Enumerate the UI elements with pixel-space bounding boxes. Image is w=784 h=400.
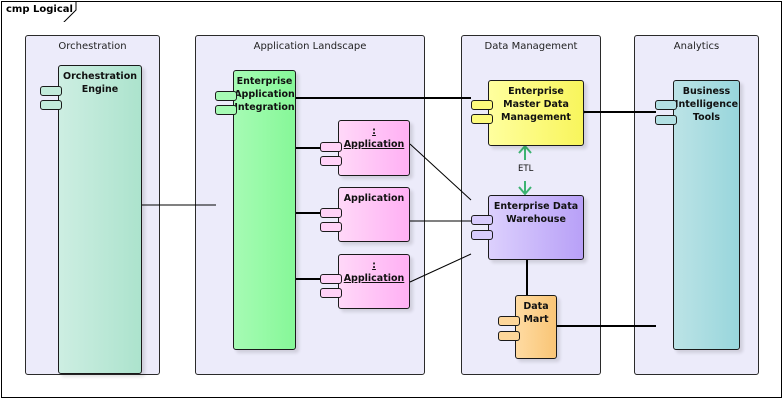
port[interactable] xyxy=(215,91,237,101)
component-data-mart[interactable]: Data Mart xyxy=(515,295,557,359)
port[interactable] xyxy=(655,115,677,125)
connector-app3-edw[interactable] xyxy=(409,253,472,283)
component-name: Data Mart xyxy=(523,301,549,325)
package-title: Data Management xyxy=(484,41,578,52)
connector-app1-edw[interactable] xyxy=(409,143,472,201)
port[interactable] xyxy=(320,156,342,166)
component-orchestration-engine[interactable]: Orchestration Engine xyxy=(58,65,142,374)
component-enterprise-data-warehouse[interactable]: Enterprise Data Warehouse xyxy=(488,195,584,260)
package-title: Analytics xyxy=(673,41,720,52)
port[interactable] xyxy=(471,230,493,240)
etl-arrow-up-icon xyxy=(518,144,532,154)
port[interactable] xyxy=(40,100,62,110)
component-business-intelligence-tools[interactable]: Business Intelligence Tools xyxy=(673,80,740,350)
component-application-instance[interactable]: : Application xyxy=(338,120,410,176)
component-name: Business Intelligence Tools xyxy=(674,86,739,123)
port[interactable] xyxy=(498,316,520,326)
port[interactable] xyxy=(320,142,342,152)
port[interactable] xyxy=(498,331,520,341)
port[interactable] xyxy=(320,288,342,298)
component-name: Enterprise Application Integration xyxy=(234,76,295,113)
port[interactable] xyxy=(320,274,342,284)
component-name: Application xyxy=(343,193,405,204)
frame-tab xyxy=(63,1,77,22)
component-name: : Application xyxy=(343,260,405,284)
port[interactable] xyxy=(471,215,493,225)
component-name: Orchestration Engine xyxy=(63,71,137,95)
port[interactable] xyxy=(471,100,493,110)
etl-label: ETL xyxy=(518,164,534,174)
port[interactable] xyxy=(40,86,62,96)
package-title: Orchestration xyxy=(58,41,127,52)
port[interactable] xyxy=(320,222,342,232)
frame-label: cmp Logical xyxy=(6,4,73,15)
component-name: : Application xyxy=(343,126,405,150)
component-name: Enterprise Data Warehouse xyxy=(493,201,579,225)
component-enterprise-master-data-management[interactable]: Enterprise Master Data Management xyxy=(488,80,584,146)
package-title: Application Landscape xyxy=(253,41,367,52)
port[interactable] xyxy=(215,105,237,115)
port[interactable] xyxy=(471,114,493,124)
component-name: Enterprise Master Data Management xyxy=(501,86,571,123)
port[interactable] xyxy=(655,100,677,110)
component-application-instance[interactable]: : Application xyxy=(338,254,410,309)
component-enterprise-application-integration[interactable]: Enterprise Application Integration xyxy=(233,70,296,350)
port[interactable] xyxy=(320,208,342,218)
component-application[interactable]: Application xyxy=(338,187,410,242)
etl-arrow-down-icon xyxy=(518,186,532,196)
